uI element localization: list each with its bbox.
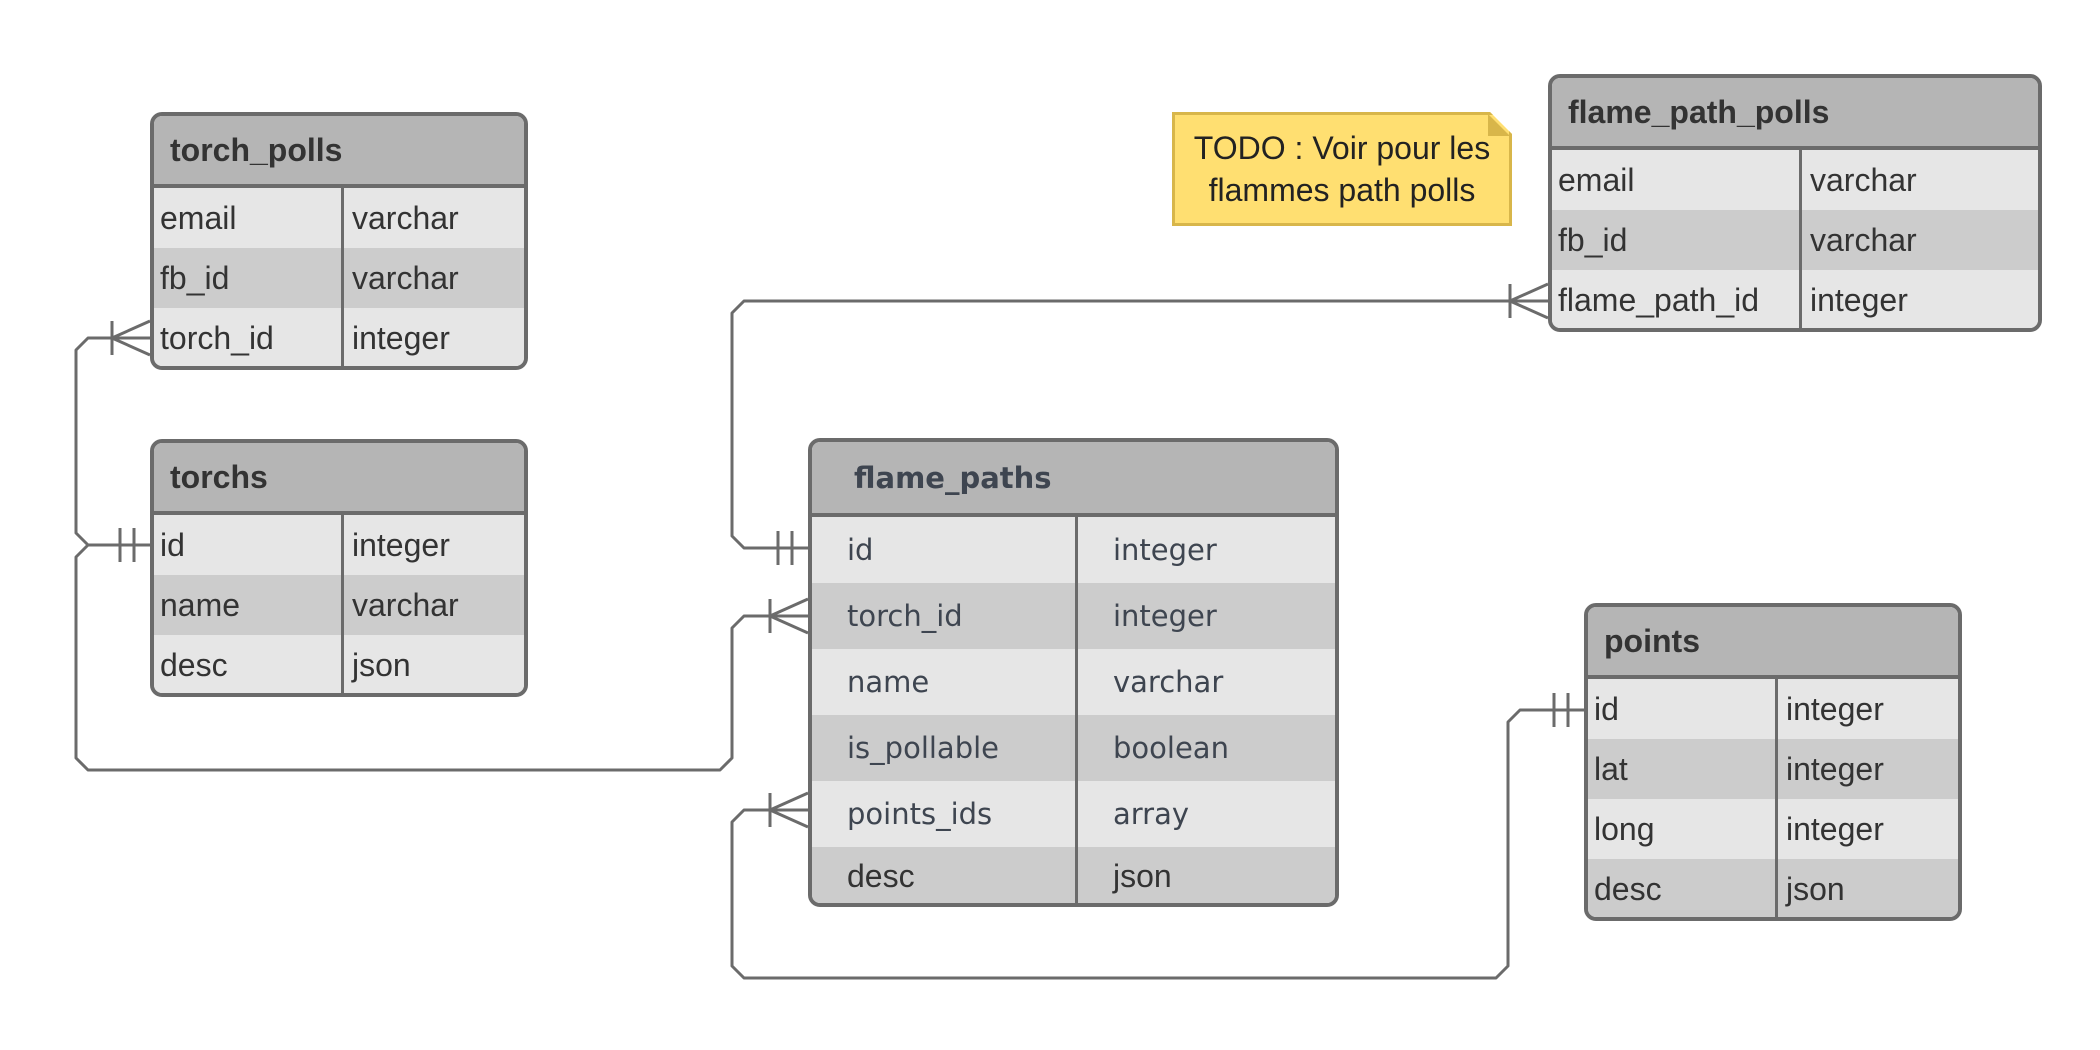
table-row: torch_id integer (154, 308, 524, 366)
cardinality-many-marker (768, 791, 809, 829)
field-type: integer (1786, 810, 1884, 847)
field-type: array (1113, 797, 1190, 831)
field-name: desc (1588, 859, 1778, 917)
entity-flame-path-polls[interactable]: flame_path_polls email varchar fb_id var… (1548, 74, 2042, 332)
table-row: long integer (1588, 799, 1958, 859)
field-name: name (154, 575, 344, 635)
table-row: torch_id integer (812, 583, 1335, 649)
field-type: varchar (1810, 161, 1917, 198)
field-type: integer (352, 526, 450, 563)
table-row: fb_id varchar (1552, 210, 2038, 270)
entity-flame-paths[interactable]: flame_paths id integer torch_id integer … (808, 438, 1339, 907)
field-type: json (352, 646, 411, 683)
field-name: fb_id (154, 248, 344, 308)
table-row: lat integer (1588, 739, 1958, 799)
note-text: TODO : Voir pour les flammes path polls (1194, 127, 1490, 211)
cardinality-many-marker (110, 319, 151, 357)
field-type: varchar (1113, 665, 1224, 699)
entity-title: points (1588, 607, 1958, 679)
field-name: email (154, 188, 344, 248)
field-name: desc (812, 847, 1078, 903)
field-type: integer (1786, 750, 1884, 787)
field-type: boolean (1113, 731, 1229, 765)
field-type: integer (1113, 533, 1217, 567)
entity-torch-polls[interactable]: torch_polls email varchar fb_id varchar … (150, 112, 528, 370)
field-name: flame_path_id (1552, 270, 1802, 328)
field-name: fb_id (1552, 210, 1802, 270)
note-line: flammes path polls (1208, 172, 1476, 208)
table-row: name varchar (812, 649, 1335, 715)
table-row: email varchar (1552, 150, 2038, 210)
table-row: points_ids array (812, 781, 1335, 847)
field-type: varchar (352, 586, 459, 623)
field-name: name (812, 649, 1078, 715)
cardinality-one-marker (118, 528, 136, 562)
table-row: id integer (812, 517, 1335, 583)
entity-title: flame_paths (812, 442, 1335, 517)
field-name: is_pollable (812, 715, 1078, 781)
field-type: integer (352, 319, 450, 356)
relationship-torchs-torch-polls (74, 336, 150, 547)
todo-sticky-note[interactable]: TODO : Voir pour les flammes path polls (1172, 112, 1512, 226)
field-name: torch_id (812, 583, 1078, 649)
table-row: flame_path_id integer (1552, 270, 2038, 328)
field-type: varchar (1810, 221, 1917, 258)
relationship-flame-paths-flame-path-polls (730, 299, 1548, 550)
relationship-torchs-flame-paths (74, 543, 808, 772)
field-name: lat (1588, 739, 1778, 799)
field-type: json (1786, 870, 1845, 907)
table-row: desc json (1588, 859, 1958, 917)
relationship-points-flame-paths (730, 708, 1584, 980)
field-type: varchar (352, 259, 459, 296)
field-name: desc (154, 635, 344, 693)
cardinality-one-marker (1552, 693, 1570, 727)
entity-title: torch_polls (154, 116, 524, 188)
field-name: id (154, 515, 344, 575)
field-type: integer (1786, 690, 1884, 727)
field-name: torch_id (154, 308, 344, 366)
cardinality-many-marker (768, 597, 809, 635)
field-name: points_ids (812, 781, 1078, 847)
table-row: desc json (154, 635, 524, 693)
entity-points[interactable]: points id integer lat integer long integ… (1584, 603, 1962, 921)
note-line: TODO : Voir pour les (1193, 130, 1491, 166)
field-type: varchar (352, 199, 459, 236)
cardinality-one-marker (776, 531, 794, 565)
table-row: id integer (1588, 679, 1958, 739)
table-row: fb_id varchar (154, 248, 524, 308)
table-row: is_pollable boolean (812, 715, 1335, 781)
field-type: integer (1113, 599, 1217, 633)
field-name: id (1588, 679, 1778, 739)
cardinality-many-marker (1508, 282, 1549, 320)
field-name: email (1552, 150, 1802, 210)
table-row: id integer (154, 515, 524, 575)
field-type: json (1113, 857, 1172, 894)
entity-torchs[interactable]: torchs id integer name varchar desc json (150, 439, 528, 697)
entity-title: flame_path_polls (1552, 78, 2038, 150)
entity-title: torchs (154, 443, 524, 515)
table-row: name varchar (154, 575, 524, 635)
field-type: integer (1810, 281, 1908, 318)
table-row: desc json (812, 847, 1335, 903)
table-row: email varchar (154, 188, 524, 248)
field-name: id (812, 517, 1078, 583)
field-name: long (1588, 799, 1778, 859)
